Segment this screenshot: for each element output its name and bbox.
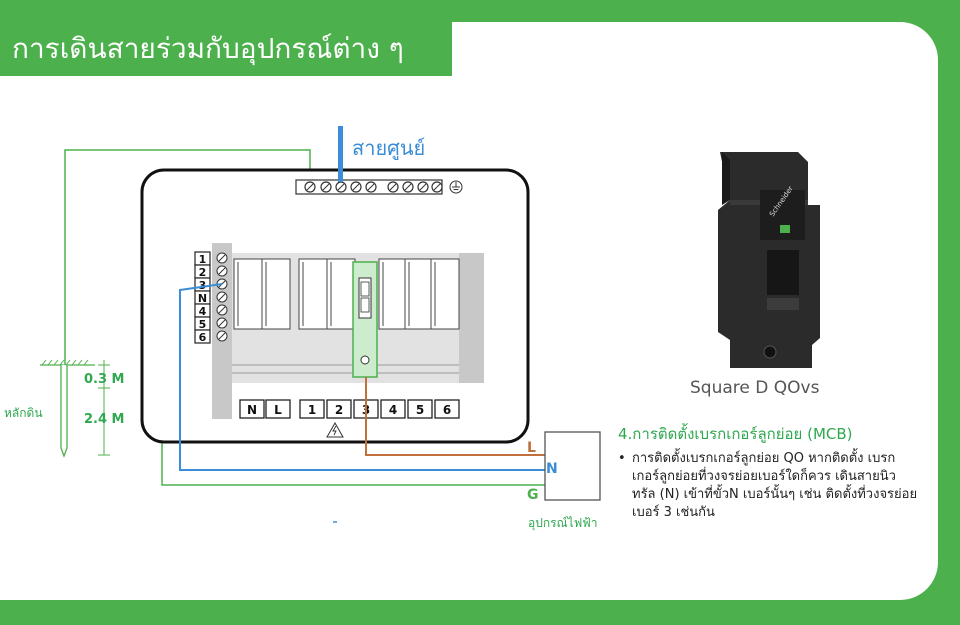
left-terminal-label: 2 bbox=[199, 266, 207, 279]
bottom-terminal-label: N bbox=[247, 403, 257, 417]
device-terminal-l: L bbox=[527, 440, 536, 456]
left-terminal-strip: 1 2 3 N 4 5 6 bbox=[194, 251, 228, 344]
bottom-terminal-label: 2 bbox=[335, 403, 343, 417]
ground-symbol-icon bbox=[449, 180, 463, 194]
section-heading: 4.การติดตั้งเบรกเกอร์ลูกย่อย (MCB) bbox=[618, 425, 853, 443]
page-title: การเดินสายร่วมกับอุปกรณ์ต่าง ๆ bbox=[0, 22, 452, 76]
left-terminal-label: 3 bbox=[199, 279, 207, 292]
line-wire bbox=[365, 377, 545, 456]
section-text: การติดตั้งเบรกเกอร์ลูกย่อย QO หากติดตั้ง… bbox=[632, 451, 918, 520]
bullet: • bbox=[618, 451, 626, 466]
neutral-bar bbox=[295, 179, 443, 195]
device-label: อุปกรณ์ไฟฟ้า bbox=[528, 516, 598, 530]
ground-rod bbox=[40, 359, 110, 458]
electrical-device-box bbox=[544, 431, 601, 501]
bottom-terminal-label: L bbox=[274, 403, 282, 417]
neutral-wire-label: สายศูนย์ bbox=[352, 136, 426, 160]
warning-icon bbox=[326, 421, 344, 438]
left-terminal-label: 1 bbox=[199, 253, 207, 266]
breaker-modules bbox=[233, 258, 460, 330]
product-model-label: Square D QOvs bbox=[690, 378, 820, 398]
left-terminal-label: 4 bbox=[199, 305, 207, 318]
device-terminal-g: G bbox=[527, 487, 539, 503]
bottom-terminal-label: 4 bbox=[389, 403, 397, 417]
bottom-terminal-label: 1 bbox=[308, 403, 316, 417]
neutral-feed-wire bbox=[338, 126, 343, 182]
ground-rod-label: หลักดิน bbox=[4, 406, 43, 420]
left-terminal-label: N bbox=[198, 292, 207, 305]
device-terminal-n: N bbox=[546, 461, 558, 477]
left-terminal-label: 6 bbox=[199, 331, 207, 344]
bottom-terminal-strip: N L 1 2 3 4 5 6 bbox=[239, 399, 460, 419]
section-description: • การติดตั้งเบรกเกอร์ลูกย่อย QO หากติดตั… bbox=[618, 450, 918, 522]
neutral-wire bbox=[179, 283, 545, 471]
product-image: Schneider bbox=[718, 152, 820, 368]
highlighted-mcb bbox=[352, 261, 378, 378]
depth-rod-label: 2.4 M bbox=[84, 412, 125, 427]
left-terminal-label: 5 bbox=[199, 318, 207, 331]
depth-top-label: 0.3 M bbox=[84, 372, 125, 387]
bottom-terminal-label: 6 bbox=[443, 403, 451, 417]
bottom-terminal-label: 5 bbox=[416, 403, 424, 417]
